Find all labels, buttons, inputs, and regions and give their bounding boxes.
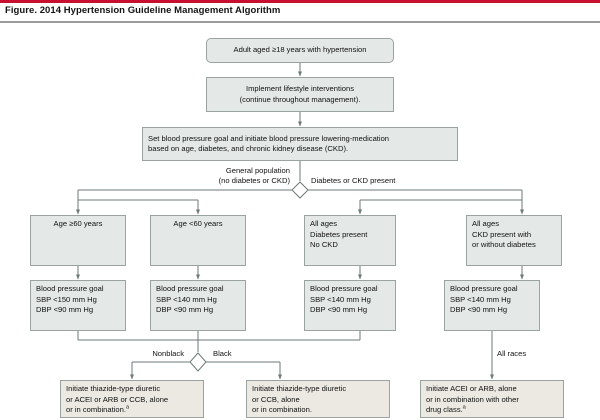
edge-label-nonblack: Nonblack xyxy=(152,349,184,358)
node-treatment-nonblack-line1: Initiate thiazide-type diuretic xyxy=(66,384,161,393)
node-treatment-black: Initiate thiazide-type diuretic or CCB, … xyxy=(246,380,390,418)
node-goal-sbp-140-diabetes-line1: Blood pressure goal xyxy=(310,284,378,293)
node-start-line1: Adult aged ≥18 years with hypertension xyxy=(233,45,367,55)
node-lifestyle-line2: (continue throughout management). xyxy=(239,94,361,104)
node-diabetes-no-ckd: All ages Diabetes present No CKD xyxy=(304,215,396,266)
node-goal-sbp-150-line3: DBP <90 mm Hg xyxy=(36,305,94,314)
node-goal-sbp-140-general-line3: DBP <90 mm Hg xyxy=(156,305,214,314)
edge-label-diabetes-or-ckd: Diabetes or CKD present xyxy=(311,176,396,185)
node-ckd-any-line3: or without diabetes xyxy=(472,240,536,249)
node-age-under-60-line1: Age <60 years xyxy=(173,219,223,228)
edge-label-all-races: All races xyxy=(497,349,527,358)
node-lifestyle-interventions: Implement lifestyle interventions (conti… xyxy=(206,77,394,112)
figure-title: Figure. 2014 Hypertension Guideline Mana… xyxy=(5,5,281,16)
node-goal-sbp-140-ckd-line2: SBP <140 mm Hg xyxy=(450,294,511,304)
node-age-under-60: Age <60 years xyxy=(150,215,246,266)
node-treatment-black-line2: or CCB, alone xyxy=(252,394,300,404)
node-treatment-black-line1: Initiate thiazide-type diuretic xyxy=(252,384,347,393)
node-treatment-nonblack: Initiate thiazide-type diuretic or ACEI … xyxy=(60,380,204,418)
edge-label-general-population-line1: General population xyxy=(225,166,290,175)
node-goal-sbp-140-ckd-line3: DBP <90 mm Hg xyxy=(450,305,508,314)
node-treatment-nonblack-line3: or in combination.a xyxy=(66,405,198,416)
node-lifestyle-line1: Implement lifestyle interventions xyxy=(245,84,355,93)
node-ckd-any-line2: CKD present with xyxy=(472,229,532,239)
node-goal-sbp-150-line2: SBP <150 mm Hg xyxy=(36,294,97,304)
node-set-bp-goal-line1: Set blood pressure goal and initiate blo… xyxy=(148,133,390,143)
edge-label-general-population-line2: (no diabetes or CKD) xyxy=(218,176,290,185)
node-goal-sbp-140-diabetes-line3: DBP <90 mm Hg xyxy=(310,305,368,314)
header-accent-bar xyxy=(0,0,600,3)
node-diabetes-no-ckd-line2: Diabetes present xyxy=(310,229,368,239)
node-goal-sbp-140-general-line1: Blood pressure goal xyxy=(156,284,224,293)
node-diabetes-no-ckd-line3: No CKD xyxy=(310,240,338,249)
decision-diamond-race xyxy=(189,352,207,372)
node-set-bp-goal-line2: based on age, diabetes, and chronic kidn… xyxy=(148,144,349,153)
node-diabetes-no-ckd-line1: All ages xyxy=(310,219,338,228)
edge-label-general-population: General population (no diabetes or CKD) xyxy=(150,166,290,186)
node-goal-sbp-150: Blood pressure goal SBP <150 mm Hg DBP <… xyxy=(30,280,126,331)
node-goal-sbp-140-general: Blood pressure goal SBP <140 mm Hg DBP <… xyxy=(150,280,246,331)
node-treatment-ckd-line1: Initiate ACEI or ARB, alone xyxy=(426,384,517,393)
node-goal-sbp-140-ckd-line1: Blood pressure goal xyxy=(450,284,518,293)
node-age-60-plus: Age ≥60 years xyxy=(30,215,126,266)
node-goal-sbp-140-diabetes-line2: SBP <140 mm Hg xyxy=(310,294,371,304)
node-treatment-ckd: Initiate ACEI or ARB, alone or in combin… xyxy=(420,380,564,418)
node-treatment-nonblack-line2: or ACEI or ARB or CCB, alone xyxy=(66,394,169,404)
footnote-marker-a: a xyxy=(125,404,129,411)
node-goal-sbp-140-ckd: Blood pressure goal SBP <140 mm Hg DBP <… xyxy=(444,280,540,331)
node-treatment-black-line3: or in combination. xyxy=(252,405,312,414)
node-goal-sbp-140-diabetes: Blood pressure goal SBP <140 mm Hg DBP <… xyxy=(304,280,396,331)
node-treatment-nonblack-line3-text: or in combination. xyxy=(66,405,126,414)
node-ckd-any-line1: All ages xyxy=(472,219,500,228)
edge-label-black: Black xyxy=(213,349,232,358)
decision-diamond-population xyxy=(291,181,309,199)
header-divider-rule xyxy=(0,21,600,23)
node-set-bp-goal: Set blood pressure goal and initiate blo… xyxy=(142,127,458,161)
node-treatment-ckd-line3-text: drug class. xyxy=(426,405,463,414)
node-goal-sbp-140-general-line2: SBP <140 mm Hg xyxy=(156,294,217,304)
node-treatment-ckd-line3: drug class.a xyxy=(426,405,558,416)
node-start: Adult aged ≥18 years with hypertension xyxy=(206,38,394,63)
footnote-marker-a-2: a xyxy=(462,404,466,411)
node-goal-sbp-150-line1: Blood pressure goal xyxy=(36,284,104,293)
node-ckd-any: All ages CKD present with or without dia… xyxy=(466,215,562,266)
node-age-60-plus-line1: Age ≥60 years xyxy=(53,219,103,228)
node-treatment-ckd-line2: or in combination with other xyxy=(426,394,519,404)
